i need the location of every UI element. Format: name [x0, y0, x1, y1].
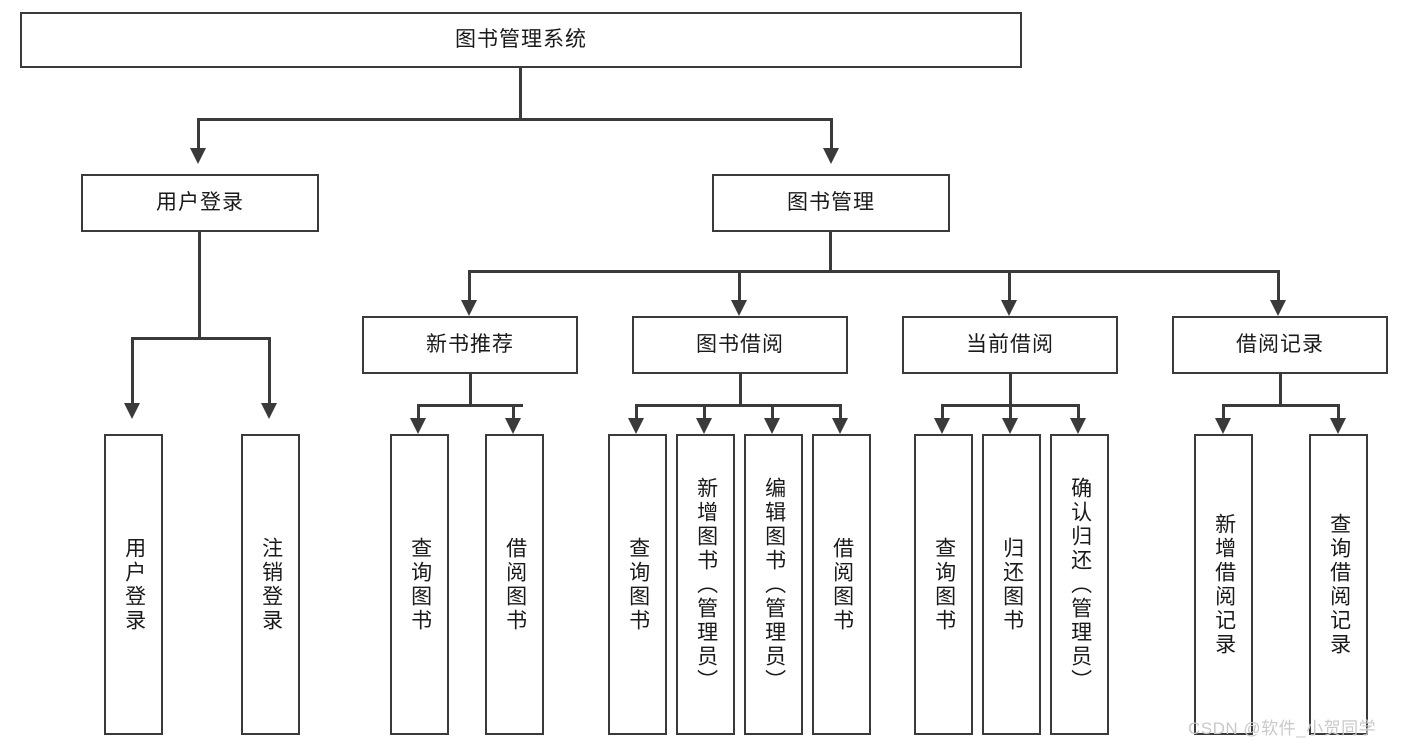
edge-book-borrow-stem: [739, 374, 742, 407]
arrow-book-borrow-leaf-0: [628, 418, 644, 434]
node-label: 新书推荐: [426, 333, 514, 357]
node-new-book-recommend[interactable]: 新书推荐: [362, 316, 578, 374]
arrow-to-current-borrow: [1001, 300, 1017, 316]
leaf-book-borrow-0[interactable]: 查询图书: [608, 434, 667, 735]
edge-new-book-drop-0: [417, 404, 420, 420]
arrow-to-book-borrow: [731, 300, 747, 316]
leaf-borrow-record-1[interactable]: 查询借阅记录: [1309, 434, 1368, 735]
edge-book-mgmt-drop-1: [738, 270, 741, 302]
edge-root-to-book-mgmt: [830, 118, 833, 150]
node-label: 用户登录: [122, 536, 146, 633]
arrow-to-new-book-rec: [461, 300, 477, 316]
arrow-book-borrow-leaf-2: [764, 418, 780, 434]
edge-root-bar: [197, 118, 833, 121]
node-label: 借阅记录: [1236, 333, 1324, 357]
node-label: 归还图书: [1000, 536, 1024, 633]
edge-book-borrow-drop-1: [703, 404, 706, 420]
edge-new-book-stem: [469, 374, 472, 407]
node-label: 编辑图书（管理员）: [762, 476, 786, 693]
leaf-book-borrow-2[interactable]: 编辑图书（管理员）: [744, 434, 803, 735]
edge-book-borrow-bar: [635, 404, 842, 407]
arrow-book-borrow-leaf-3: [832, 418, 848, 434]
edge-user-login-stem: [198, 232, 201, 340]
edge-current-borrow-drop-1: [1009, 404, 1012, 420]
node-book-borrow[interactable]: 图书借阅: [632, 316, 848, 374]
leaf-book-borrow-1[interactable]: 新增图书（管理员）: [676, 434, 735, 735]
node-label: 查询借阅记录: [1327, 512, 1351, 657]
node-label: 借阅图书: [830, 536, 854, 633]
leaf-new-book-rec-0[interactable]: 查询图书: [390, 434, 449, 735]
edge-borrow-record-drop-0: [1222, 404, 1225, 420]
arrow-borrow-record-leaf-1: [1330, 418, 1346, 434]
arrow-borrow-record-leaf-0: [1215, 418, 1231, 434]
edge-user-login-drop-0: [131, 337, 134, 405]
edge-new-book-bar: [417, 404, 523, 407]
edge-current-borrow-drop-0: [941, 404, 944, 420]
arrow-new-book-leaf-1: [505, 418, 521, 434]
arrow-to-book-mgmt: [823, 148, 839, 164]
leaf-current-borrow-2[interactable]: 确认归还（管理员）: [1050, 434, 1109, 735]
edge-borrow-record-stem: [1279, 374, 1282, 407]
edge-book-borrow-drop-0: [635, 404, 638, 420]
edge-user-login-drop-1: [268, 337, 271, 405]
node-user-login[interactable]: 用户登录: [81, 174, 319, 232]
edge-user-login-bar: [131, 337, 271, 340]
edge-book-mgmt-drop-0: [468, 270, 471, 302]
node-label: 图书管理系统: [455, 28, 587, 52]
node-label: 查询图书: [408, 536, 432, 633]
arrow-current-borrow-leaf-1: [1002, 418, 1018, 434]
edge-book-borrow-drop-3: [839, 404, 842, 420]
leaf-current-borrow-0[interactable]: 查询图书: [914, 434, 973, 735]
node-root-system[interactable]: 图书管理系统: [20, 12, 1022, 68]
node-label: 确认归还（管理员）: [1068, 476, 1092, 693]
edge-current-borrow-drop-2: [1077, 404, 1080, 420]
arrow-new-book-leaf-0: [410, 418, 426, 434]
node-label: 用户登录: [156, 191, 244, 215]
edge-book-mgmt-drop-2: [1008, 270, 1011, 302]
node-label: 图书借阅: [696, 333, 784, 357]
arrow-book-borrow-leaf-1: [696, 418, 712, 434]
arrow-user-login-leaf-1: [261, 403, 277, 419]
csdn-watermark: CSDN @软件_小贺同学: [1188, 719, 1377, 738]
edge-root-stem: [519, 68, 522, 118]
leaf-user-login-1[interactable]: 注销登录: [241, 434, 300, 735]
node-borrow-record[interactable]: 借阅记录: [1172, 316, 1388, 374]
edge-root-to-user-login: [197, 118, 200, 150]
leaf-new-book-rec-1[interactable]: 借阅图书: [485, 434, 544, 735]
edge-new-book-drop-1: [512, 404, 515, 420]
arrow-to-borrow-record: [1270, 300, 1286, 316]
leaf-book-borrow-3[interactable]: 借阅图书: [812, 434, 871, 735]
node-label: 图书管理: [787, 191, 875, 215]
leaf-user-login-0[interactable]: 用户登录: [104, 434, 163, 735]
edge-book-mgmt-bar: [468, 270, 1280, 273]
node-label: 查询图书: [932, 536, 956, 633]
edge-book-borrow-drop-2: [771, 404, 774, 420]
node-book-management[interactable]: 图书管理: [712, 174, 950, 232]
node-current-borrow[interactable]: 当前借阅: [902, 316, 1118, 374]
edge-borrow-record-drop-1: [1337, 404, 1340, 420]
node-label: 注销登录: [259, 536, 283, 633]
leaf-borrow-record-0[interactable]: 新增借阅记录: [1194, 434, 1253, 735]
arrow-to-user-login: [190, 148, 206, 164]
arrow-user-login-leaf-0: [124, 403, 140, 419]
leaf-current-borrow-1[interactable]: 归还图书: [982, 434, 1041, 735]
node-label: 当前借阅: [966, 333, 1054, 357]
node-label: 新增借阅记录: [1212, 512, 1236, 657]
arrow-current-borrow-leaf-2: [1070, 418, 1086, 434]
edge-borrow-record-bar: [1222, 404, 1339, 407]
node-label: 查询图书: [626, 536, 650, 633]
node-label: 借阅图书: [503, 536, 527, 633]
node-label: 新增图书（管理员）: [694, 476, 718, 693]
edge-book-mgmt-stem: [829, 232, 832, 273]
arrow-current-borrow-leaf-0: [934, 418, 950, 434]
edge-current-borrow-stem: [1009, 374, 1012, 407]
edge-book-mgmt-drop-3: [1277, 270, 1280, 302]
